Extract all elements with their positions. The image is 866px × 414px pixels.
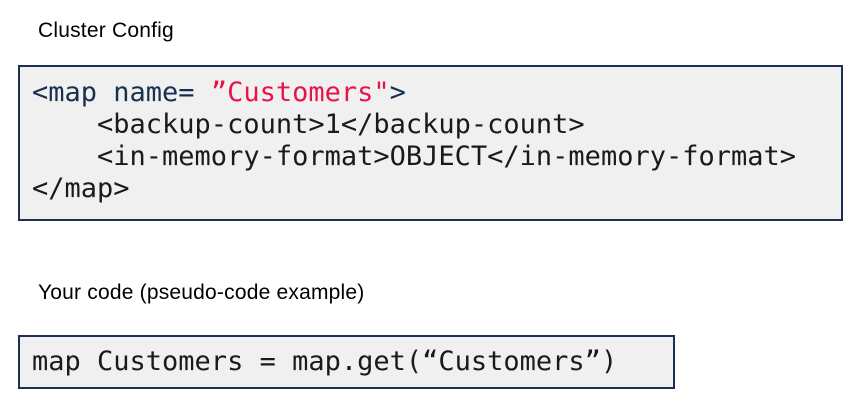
pseudo-code-block: map Customers = map.get(“Customers”)	[18, 335, 675, 389]
your-code-heading: Your code (pseudo-code example)	[38, 281, 365, 304]
xml-string-token: ”Customers"	[210, 77, 390, 108]
cluster-config-code-block: <map name= ”Customers"> <backup-count>1<…	[18, 65, 843, 221]
code-line-map-close: </map>	[32, 173, 130, 204]
code-line-backup-count: <backup-count>1</backup-count>	[32, 109, 585, 140]
xml-tag-close-token: >	[389, 77, 406, 108]
code-line-map-open: <map name= ”Customers">	[32, 77, 829, 109]
code-line-map-get: map Customers = map.get(“Customers”)	[32, 346, 618, 377]
cluster-config-heading: Cluster Config	[38, 19, 174, 42]
xml-tag-open-token: <map name=	[32, 77, 211, 108]
code-line-in-memory-format: <in-memory-format>OBJECT</in-memory-form…	[32, 141, 797, 172]
